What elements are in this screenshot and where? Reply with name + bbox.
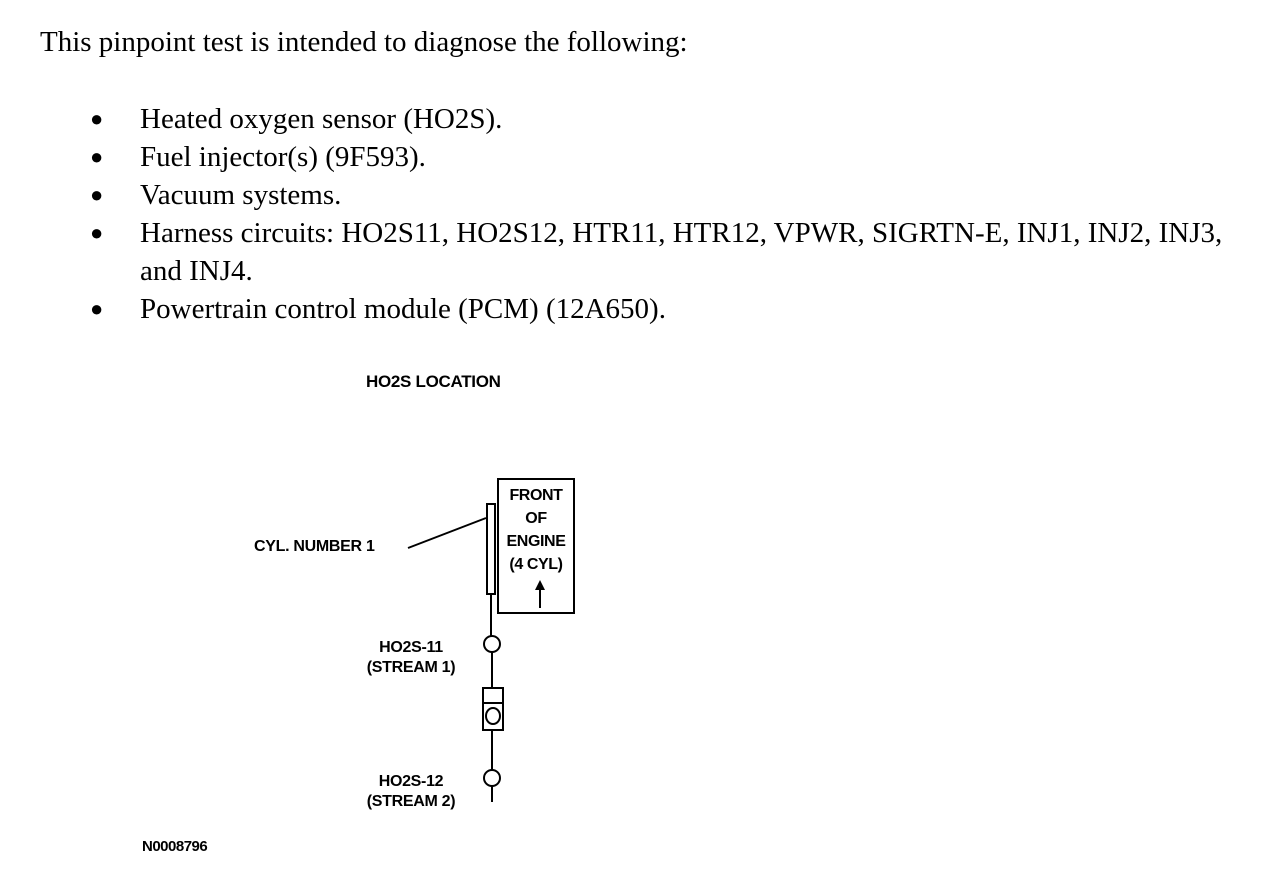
cylinder-label: CYL. NUMBER 1 [254,538,375,555]
bullet-icon: ● [90,144,104,169]
ho2s-12-sensor-icon [483,769,501,787]
list-item: ● Harness circuits: HO2S11, HO2S12, HTR11… [90,214,1250,290]
list-item-text: Fuel injector(s) (9F593). [140,141,426,173]
ho2s-12-label: HO2S-12 (STREAM 2) [352,772,470,812]
engine-front-box: FRONT OF ENGINE (4 CYL) [497,478,575,614]
figure-id: N0008796 [142,838,208,855]
diagnosis-list: ● Heated oxygen sensor (HO2S). ● Fuel inje… [90,100,1250,328]
engine-label-line: FRONT [509,487,563,504]
sensor-name: HO2S-12 [378,773,444,790]
ho2s-11-sensor-icon [483,635,501,653]
engine-label-line: (4 CYL) [509,556,563,573]
list-item-text: Powertrain control module (PCM) (12A650)… [140,293,666,325]
sensor-stream: (STREAM 2) [366,793,456,810]
arrow-head-icon [535,580,545,590]
list-item: ● Vacuum systems. [90,176,1250,214]
list-item-text: Heated oxygen sensor (HO2S). [140,103,503,135]
figure-title: HO2S LOCATION [366,372,501,391]
sensor-name: HO2S-11 [379,639,443,656]
ho2s-11-label: HO2S-11 (STREAM 1) [352,638,470,678]
list-item: ● Powertrain control module (PCM) (12A650… [90,290,1250,328]
bullet-icon: ● [90,296,104,321]
engine-label-line: ENGINE [506,533,566,550]
exhaust-manifold [486,503,496,595]
list-item-text: Harness circuits: HO2S11, HO2S12, HTR11,… [140,217,1223,287]
list-item-text: Vacuum systems. [140,179,342,211]
cylinder-leader-line [407,517,487,549]
bullet-icon: ● [90,106,104,131]
list-item: ● Heated oxygen sensor (HO2S). [90,100,1250,138]
sensor-stream: (STREAM 1) [366,659,456,676]
engine-label-line: OF [525,510,547,527]
converter-core-icon [485,707,501,725]
bullet-icon: ● [90,182,104,207]
bullet-icon: ● [90,220,104,245]
list-item: ● Fuel injector(s) (9F593). [90,138,1250,176]
intro-text: This pinpoint test is intended to diagno… [40,26,688,58]
